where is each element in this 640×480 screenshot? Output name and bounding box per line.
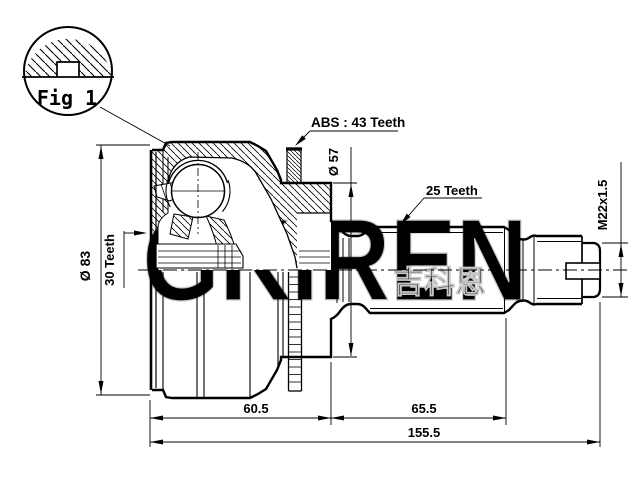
- back-wall-inner-edge: [255, 172, 298, 269]
- abs-label: ABS : 43 Teeth: [311, 115, 405, 130]
- cup-bore: [297, 213, 331, 270]
- abs-teeth-rungs: [288, 276, 302, 392]
- fig1-label: Fig 1: [37, 86, 97, 110]
- arrow-right: [493, 415, 506, 421]
- fig1-circle: [23, 26, 113, 116]
- arrow-right: [134, 230, 147, 236]
- outline-bottom: [152, 299, 582, 400]
- dim-m22: M22x1.5: [595, 162, 628, 298]
- cavity-top-edge: [167, 156, 257, 183]
- dim-dia83: Ø 83: [77, 144, 150, 396]
- arrow-left: [331, 415, 344, 421]
- arrow-right: [318, 415, 331, 421]
- dia83-label: Ø 83: [77, 251, 93, 282]
- arrow-left: [150, 439, 163, 445]
- leader-arrow: [295, 135, 306, 146]
- arrow-down: [98, 381, 104, 394]
- dim-155-5: 155.5: [150, 425, 600, 445]
- dim-abs-43-teeth: ABS : 43 Teeth: [295, 115, 405, 146]
- cv-joint-outline: [149, 140, 602, 400]
- dia57-label: Ø 57: [326, 148, 341, 176]
- outline-top: [152, 140, 582, 241]
- fig1-callout: Fig 1: [22, 26, 171, 147]
- spline-bore-lines: [158, 245, 330, 268]
- arrow-left: [150, 415, 163, 421]
- dim-30-teeth: 30 Teeth: [102, 230, 147, 288]
- cup-lip-inner-edge: [157, 157, 169, 268]
- dim-extension-lines: [149, 302, 601, 447]
- ball-bearing: [165, 152, 231, 234]
- hub-block: [155, 243, 244, 269]
- abs-ring-top: [286, 147, 302, 184]
- watermark-cjk: 吉科恩: [393, 265, 486, 300]
- dim-60-5: 60.5: [150, 401, 331, 421]
- shaft-detail-lines: [336, 228, 581, 312]
- arrow-up: [348, 184, 354, 197]
- cup-section: [152, 142, 331, 270]
- teeth30-label: 30 Teeth: [102, 234, 117, 286]
- fig1-hatched-half: [24, 38, 112, 77]
- arrow-down: [618, 283, 624, 296]
- cotter-slot: [565, 262, 601, 280]
- leader-arrow: [400, 213, 411, 225]
- m22-label: M22x1.5: [595, 180, 610, 231]
- abs-ring-section: [286, 147, 302, 184]
- cage-arcs: [165, 179, 231, 212]
- abs-ring-teeth: [287, 272, 303, 392]
- teeth25-label: 25 Teeth: [426, 183, 478, 198]
- fig1-leader-line: [99, 106, 171, 147]
- shaft-length-label: 65.5: [411, 401, 436, 416]
- cup-exterior-lines: [162, 272, 284, 398]
- arrow-down: [348, 343, 354, 356]
- dim-dia57: Ø 57: [326, 147, 357, 358]
- inner-race-left: [169, 213, 194, 240]
- arrow-up: [98, 146, 104, 159]
- total-length-label: 155.5: [408, 425, 441, 440]
- dim-65-5: 65.5: [331, 401, 506, 421]
- arrow-up: [618, 244, 624, 257]
- cup-length-label: 60.5: [243, 401, 268, 416]
- arrow-right: [587, 439, 600, 445]
- fig1-keyway-profile: [22, 61, 114, 78]
- dim-25-teeth: 25 Teeth: [400, 183, 482, 225]
- race-groove-arc: [167, 159, 229, 184]
